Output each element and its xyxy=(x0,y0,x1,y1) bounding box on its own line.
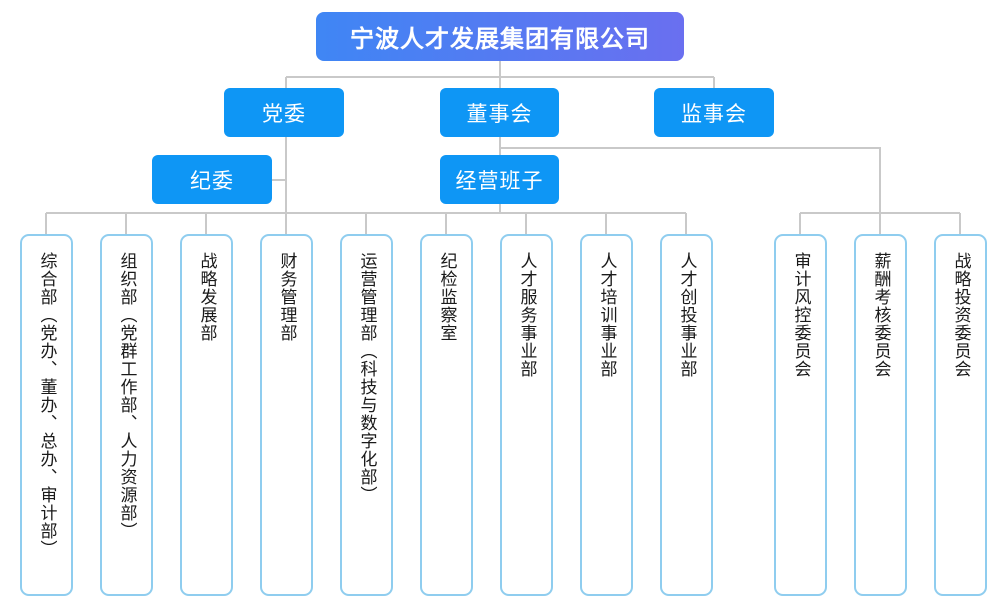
department-box: 财务管理部 xyxy=(260,234,313,596)
department-box: 组织部（党群工作部、人力资源部） xyxy=(100,234,153,596)
department-box: 纪检监察室 xyxy=(420,234,473,596)
department-box: 人才服务事业部 xyxy=(500,234,553,596)
department-box: 人才创投事业部 xyxy=(660,234,713,596)
department-label: 财务管理部 xyxy=(276,252,297,342)
department-label: 战略发展部 xyxy=(196,252,217,342)
committee-box: 审计风控委员会 xyxy=(774,234,827,596)
supervisory-board-node: 监事会 xyxy=(654,88,774,137)
committee-box: 战略投资委员会 xyxy=(934,234,987,596)
committee-box: 薪酬考核委员会 xyxy=(854,234,907,596)
department-label: 运营管理部（科技与数字化部） xyxy=(356,252,377,504)
department-label: 人才培训事业部 xyxy=(596,252,617,378)
board-label: 董事会 xyxy=(466,101,533,126)
discipline-committee-node: 纪委 xyxy=(152,155,272,204)
party-committee-node: 党委 xyxy=(224,88,344,137)
management-team-node: 经营班子 xyxy=(440,155,559,204)
committee-label: 薪酬考核委员会 xyxy=(870,252,891,378)
department-box: 综合部（党办、董办、总办、审计部） xyxy=(20,234,73,596)
group-company-node: 宁波人才发展集团有限公司 xyxy=(316,12,684,61)
department-label: 人才创投事业部 xyxy=(676,252,697,378)
department-box: 运营管理部（科技与数字化部） xyxy=(340,234,393,596)
discipline-committee-label: 纪委 xyxy=(190,168,234,193)
department-box: 战略发展部 xyxy=(180,234,233,596)
supervisory-board-label: 监事会 xyxy=(681,101,747,126)
department-label: 人才服务事业部 xyxy=(516,252,537,378)
group-company-label: 宁波人才发展集团有限公司 xyxy=(350,25,650,53)
board-node: 董事会 xyxy=(440,88,559,137)
party-committee-label: 党委 xyxy=(262,101,306,126)
department-label: 组织部（党群工作部、人力资源部） xyxy=(116,252,137,540)
committee-label: 战略投资委员会 xyxy=(950,252,971,378)
committee-label: 审计风控委员会 xyxy=(790,252,811,378)
management-team-label: 经营班子 xyxy=(455,168,544,193)
department-label: 综合部（党办、董办、总办、审计部） xyxy=(36,252,57,558)
department-label: 纪检监察室 xyxy=(436,252,457,342)
department-box: 人才培训事业部 xyxy=(580,234,633,596)
